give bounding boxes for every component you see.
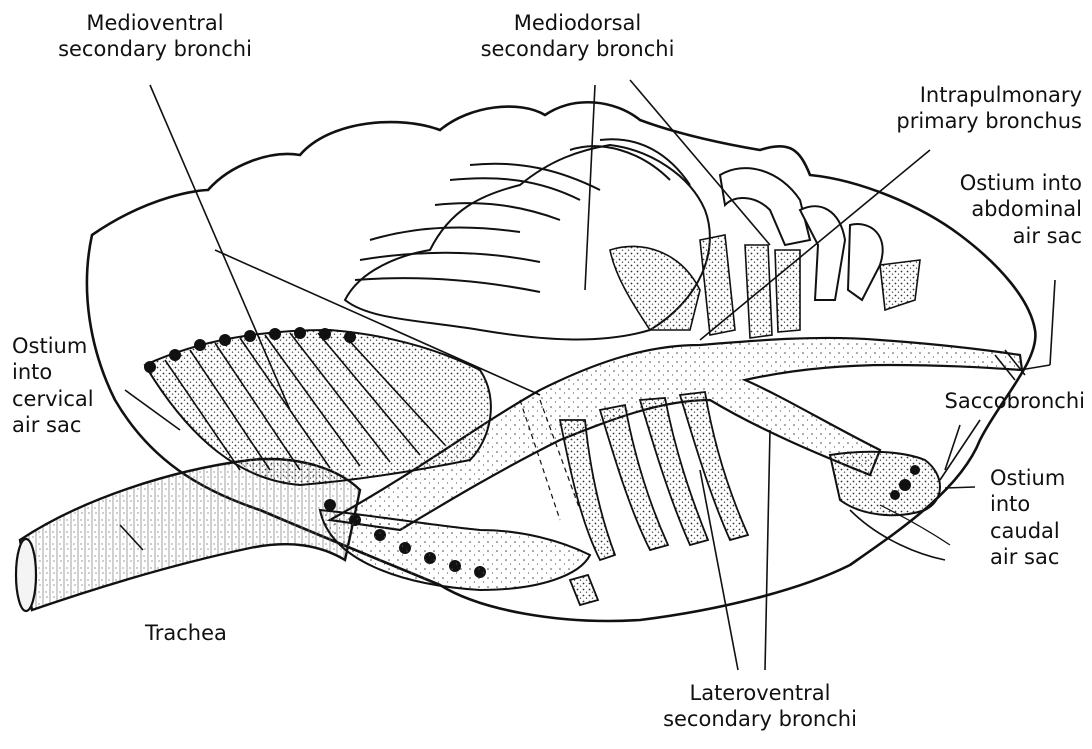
label-ostium-into-cervical-air-sac: Ostium into cervical air sac [12, 333, 132, 438]
label-line: Lateroventral [625, 680, 895, 706]
label-line: abdominal [900, 196, 1082, 222]
label-saccobronchi: Saccobronchi [890, 388, 1085, 414]
label-medioventral-secondary-bronchi: Medioventral secondary bronchi [25, 10, 285, 63]
label-line: Ostium into [900, 170, 1082, 196]
label-line: cervical [12, 386, 132, 412]
label-line: Mediodorsal [450, 10, 705, 36]
label-line: caudal [990, 518, 1085, 544]
label-line: Intrapulmonary [820, 82, 1082, 108]
label-line: Ostium [12, 333, 132, 359]
label-intrapulmonary-primary-bronchus: Intrapulmonary primary bronchus [820, 82, 1082, 135]
label-line: primary bronchus [820, 108, 1082, 134]
label-line: air sac [990, 544, 1085, 570]
label-trachea: Trachea [145, 620, 265, 646]
label-line: into [990, 491, 1085, 517]
label-line: Saccobronchi [890, 388, 1085, 414]
label-mediodorsal-secondary-bronchi: Mediodorsal secondary bronchi [450, 10, 705, 63]
label-line: into [12, 359, 132, 385]
label-line: Ostium [990, 465, 1085, 491]
label-line: air sac [12, 412, 132, 438]
label-line: Medioventral [25, 10, 285, 36]
label-lateroventral-secondary-bronchi: Lateroventral secondary bronchi [625, 680, 895, 733]
label-line: air sac [900, 223, 1082, 249]
label-line: secondary bronchi [450, 36, 705, 62]
label-line: Trachea [145, 620, 265, 646]
label-ostium-into-caudal-air-sac: Ostium into caudal air sac [990, 465, 1085, 570]
label-line: secondary bronchi [625, 706, 895, 732]
label-line: secondary bronchi [25, 36, 285, 62]
label-ostium-into-abdominal-air-sac: Ostium into abdominal air sac [900, 170, 1082, 249]
